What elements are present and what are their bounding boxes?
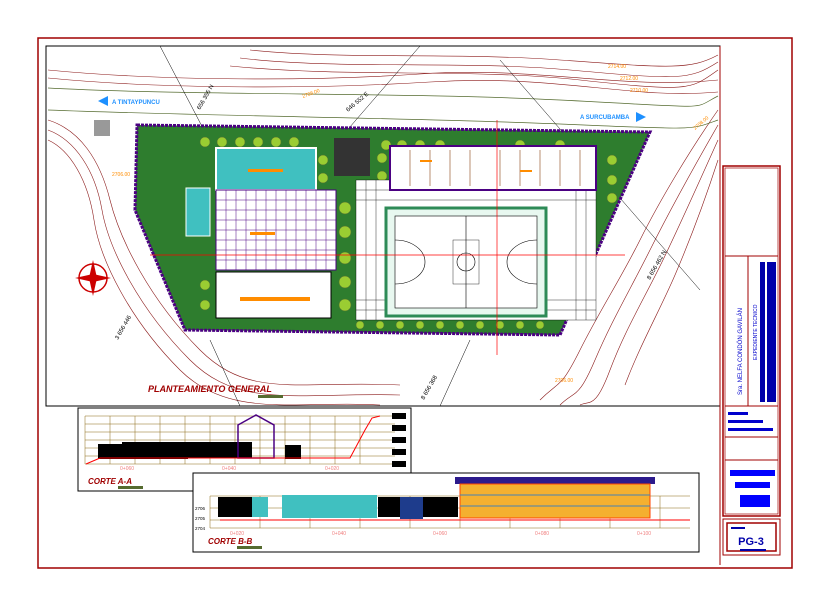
sports-court xyxy=(384,206,548,318)
plan-title: PLANTEAMIENTO GENERAL xyxy=(148,384,272,394)
coord-label: 8 656 462 N xyxy=(647,250,669,281)
site-marker xyxy=(94,120,110,136)
outer-frame xyxy=(37,37,793,569)
sheet-number: PG-3 xyxy=(722,518,781,556)
chainage-label: 0+040 xyxy=(332,531,346,537)
entrance xyxy=(334,138,370,176)
title-block: Sra. NELFA CONDÓN GAVILÁN EXPEDIENTE TEC… xyxy=(722,165,781,517)
chainage-label: 0+020 xyxy=(325,466,339,472)
coord-label: 3 656 446 xyxy=(115,314,134,341)
chainage-label: 0+060 xyxy=(120,466,134,472)
trees xyxy=(199,136,618,330)
chainage-label: 0+100 xyxy=(637,531,651,537)
chainage-label: 0+060 xyxy=(433,531,447,537)
direction-left: A TINTAYPUNCU xyxy=(98,96,160,106)
coord-label: 656 355 N xyxy=(197,84,216,111)
plaza xyxy=(215,189,337,271)
contour-label: 2710.00 xyxy=(630,88,648,94)
chainage-label: 0+040 xyxy=(222,466,236,472)
contour-label: 2706.00 xyxy=(555,378,573,384)
chainage-label: 0+020 xyxy=(230,531,244,537)
small-pool xyxy=(185,187,211,237)
document-type: EXPEDIENTE TECNICO xyxy=(753,304,759,360)
sheet-number-label: PG-3 xyxy=(738,536,764,548)
building xyxy=(389,145,597,191)
direction-right: A SURCUBAMBA xyxy=(580,112,646,122)
section-b: 0+020 0+040 0+060 0+080 0+100 2706 2705 … xyxy=(192,472,700,553)
contour-label: 2706.00 xyxy=(112,172,130,178)
north-arrow-icon xyxy=(75,260,111,296)
road-lines xyxy=(47,87,719,129)
court-small xyxy=(215,271,332,319)
level-label: 2706 xyxy=(195,506,206,511)
owner-name: Sra. NELFA CONDÓN GAVILÁN xyxy=(737,308,744,395)
section-b-title: CORTE B-B xyxy=(208,537,253,546)
section-a-title: CORTE A-A xyxy=(88,477,132,486)
contour-lines xyxy=(47,49,719,406)
direction-right-label: A SURCUBAMBA xyxy=(580,115,630,121)
chainage-label: 0+080 xyxy=(535,531,549,537)
direction-left-label: A TINTAYPUNCU xyxy=(112,100,160,106)
coord-label: 8 656 368 xyxy=(421,374,440,401)
contour-label: 2708.00 xyxy=(302,88,321,100)
contour-label: 2712.00 xyxy=(620,76,638,82)
level-label: 2705 xyxy=(195,516,206,521)
level-label: 2704 xyxy=(195,526,206,531)
contour-label: 2714.00 xyxy=(608,64,626,70)
